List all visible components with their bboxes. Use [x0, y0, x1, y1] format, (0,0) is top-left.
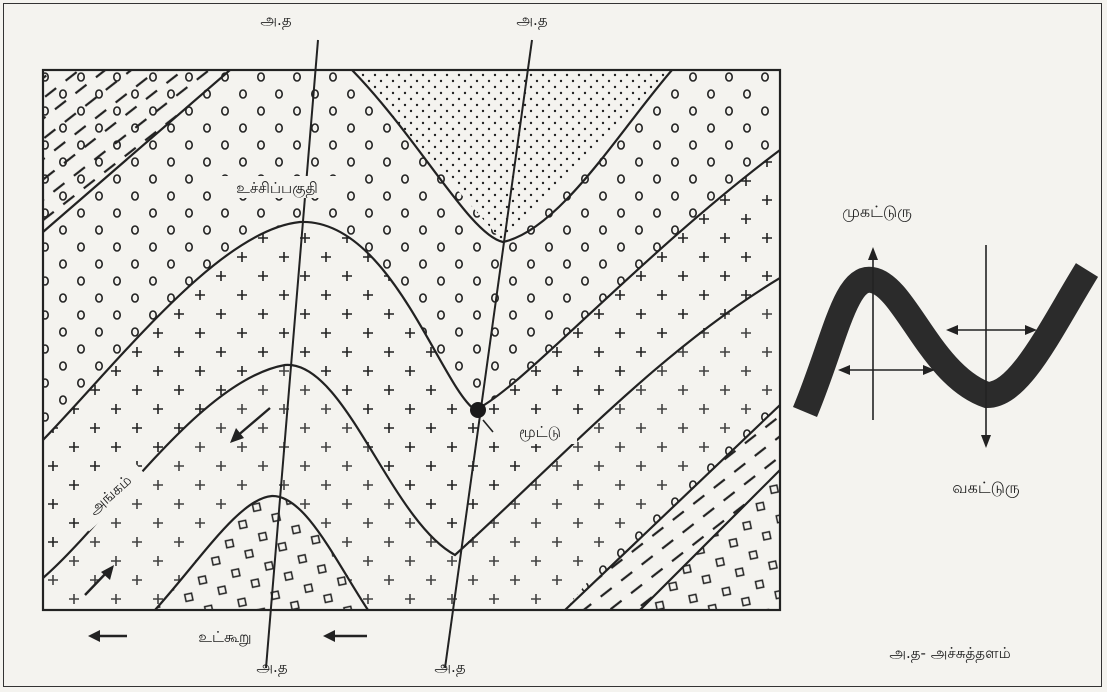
- crest-label: உச்சிப்பகுதி: [236, 179, 318, 198]
- fold-schematic: முகட்டுரு வகட்டுரு: [805, 202, 1087, 498]
- fold-band: [805, 270, 1087, 412]
- axial-label-top-1: அ.த: [260, 11, 291, 29]
- axial-label-bottom-1: அ.த: [256, 658, 287, 676]
- map-block: [43, 70, 780, 610]
- hinge-point: [470, 402, 486, 418]
- core-label: உட்கூறு: [198, 628, 251, 646]
- anticline-label: முகட்டுரு: [842, 202, 912, 222]
- axial-label-bottom-2: அ.த: [434, 658, 465, 676]
- trough-label: மூட்டு: [519, 423, 561, 441]
- syncline-label: வகட்டுரு: [952, 478, 1020, 498]
- legend-text: அ.த- அச்சுத்தளம்: [889, 644, 1010, 662]
- axial-label-top-2: அ.த: [516, 11, 547, 29]
